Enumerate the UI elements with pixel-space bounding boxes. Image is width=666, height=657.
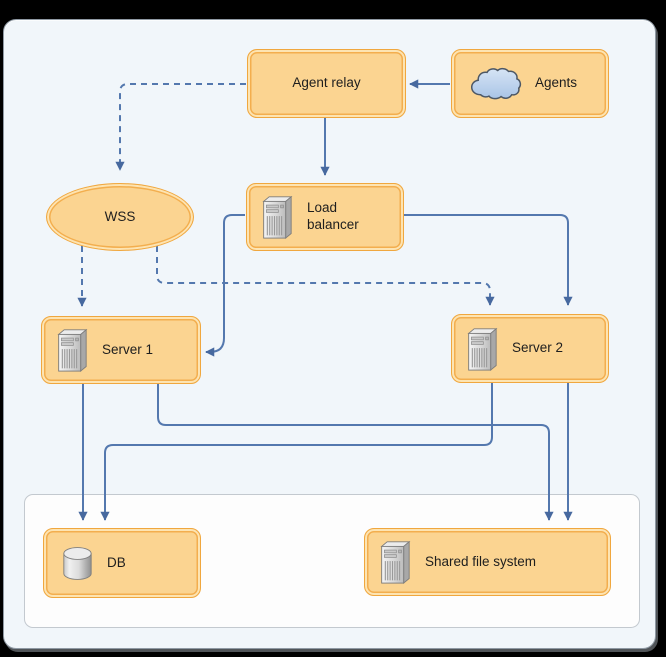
server-tower-icon	[55, 327, 88, 373]
node-agents: Agents	[451, 49, 609, 118]
node-server1: Server 1	[41, 316, 201, 384]
node-server2: Server 2	[451, 314, 609, 383]
node-db: DB	[43, 528, 201, 598]
node-label: DB	[107, 554, 126, 570]
server-tower-icon	[465, 326, 498, 372]
diagram-canvas: Agent relay Agents WSS Load balancer Ser…	[3, 19, 656, 649]
server-tower-icon	[260, 194, 293, 240]
database-cylinder-icon	[62, 545, 93, 582]
node-label: Server 1	[102, 341, 154, 357]
node-label: Agents	[535, 75, 578, 91]
node-shared-file-system: Shared file system	[364, 528, 611, 596]
node-label: Agent relay	[292, 75, 361, 91]
node-load-balancer: Load balancer	[246, 183, 404, 251]
node-label: WSS	[104, 208, 136, 224]
node-wss: WSS	[46, 183, 194, 251]
node-agent-relay: Agent relay	[247, 49, 406, 118]
cloud-icon	[468, 66, 522, 102]
server-tower-icon	[378, 539, 411, 585]
node-label: Shared file system	[425, 553, 537, 569]
node-label: Server 2	[512, 340, 564, 356]
node-label: Load balancer	[307, 200, 359, 232]
